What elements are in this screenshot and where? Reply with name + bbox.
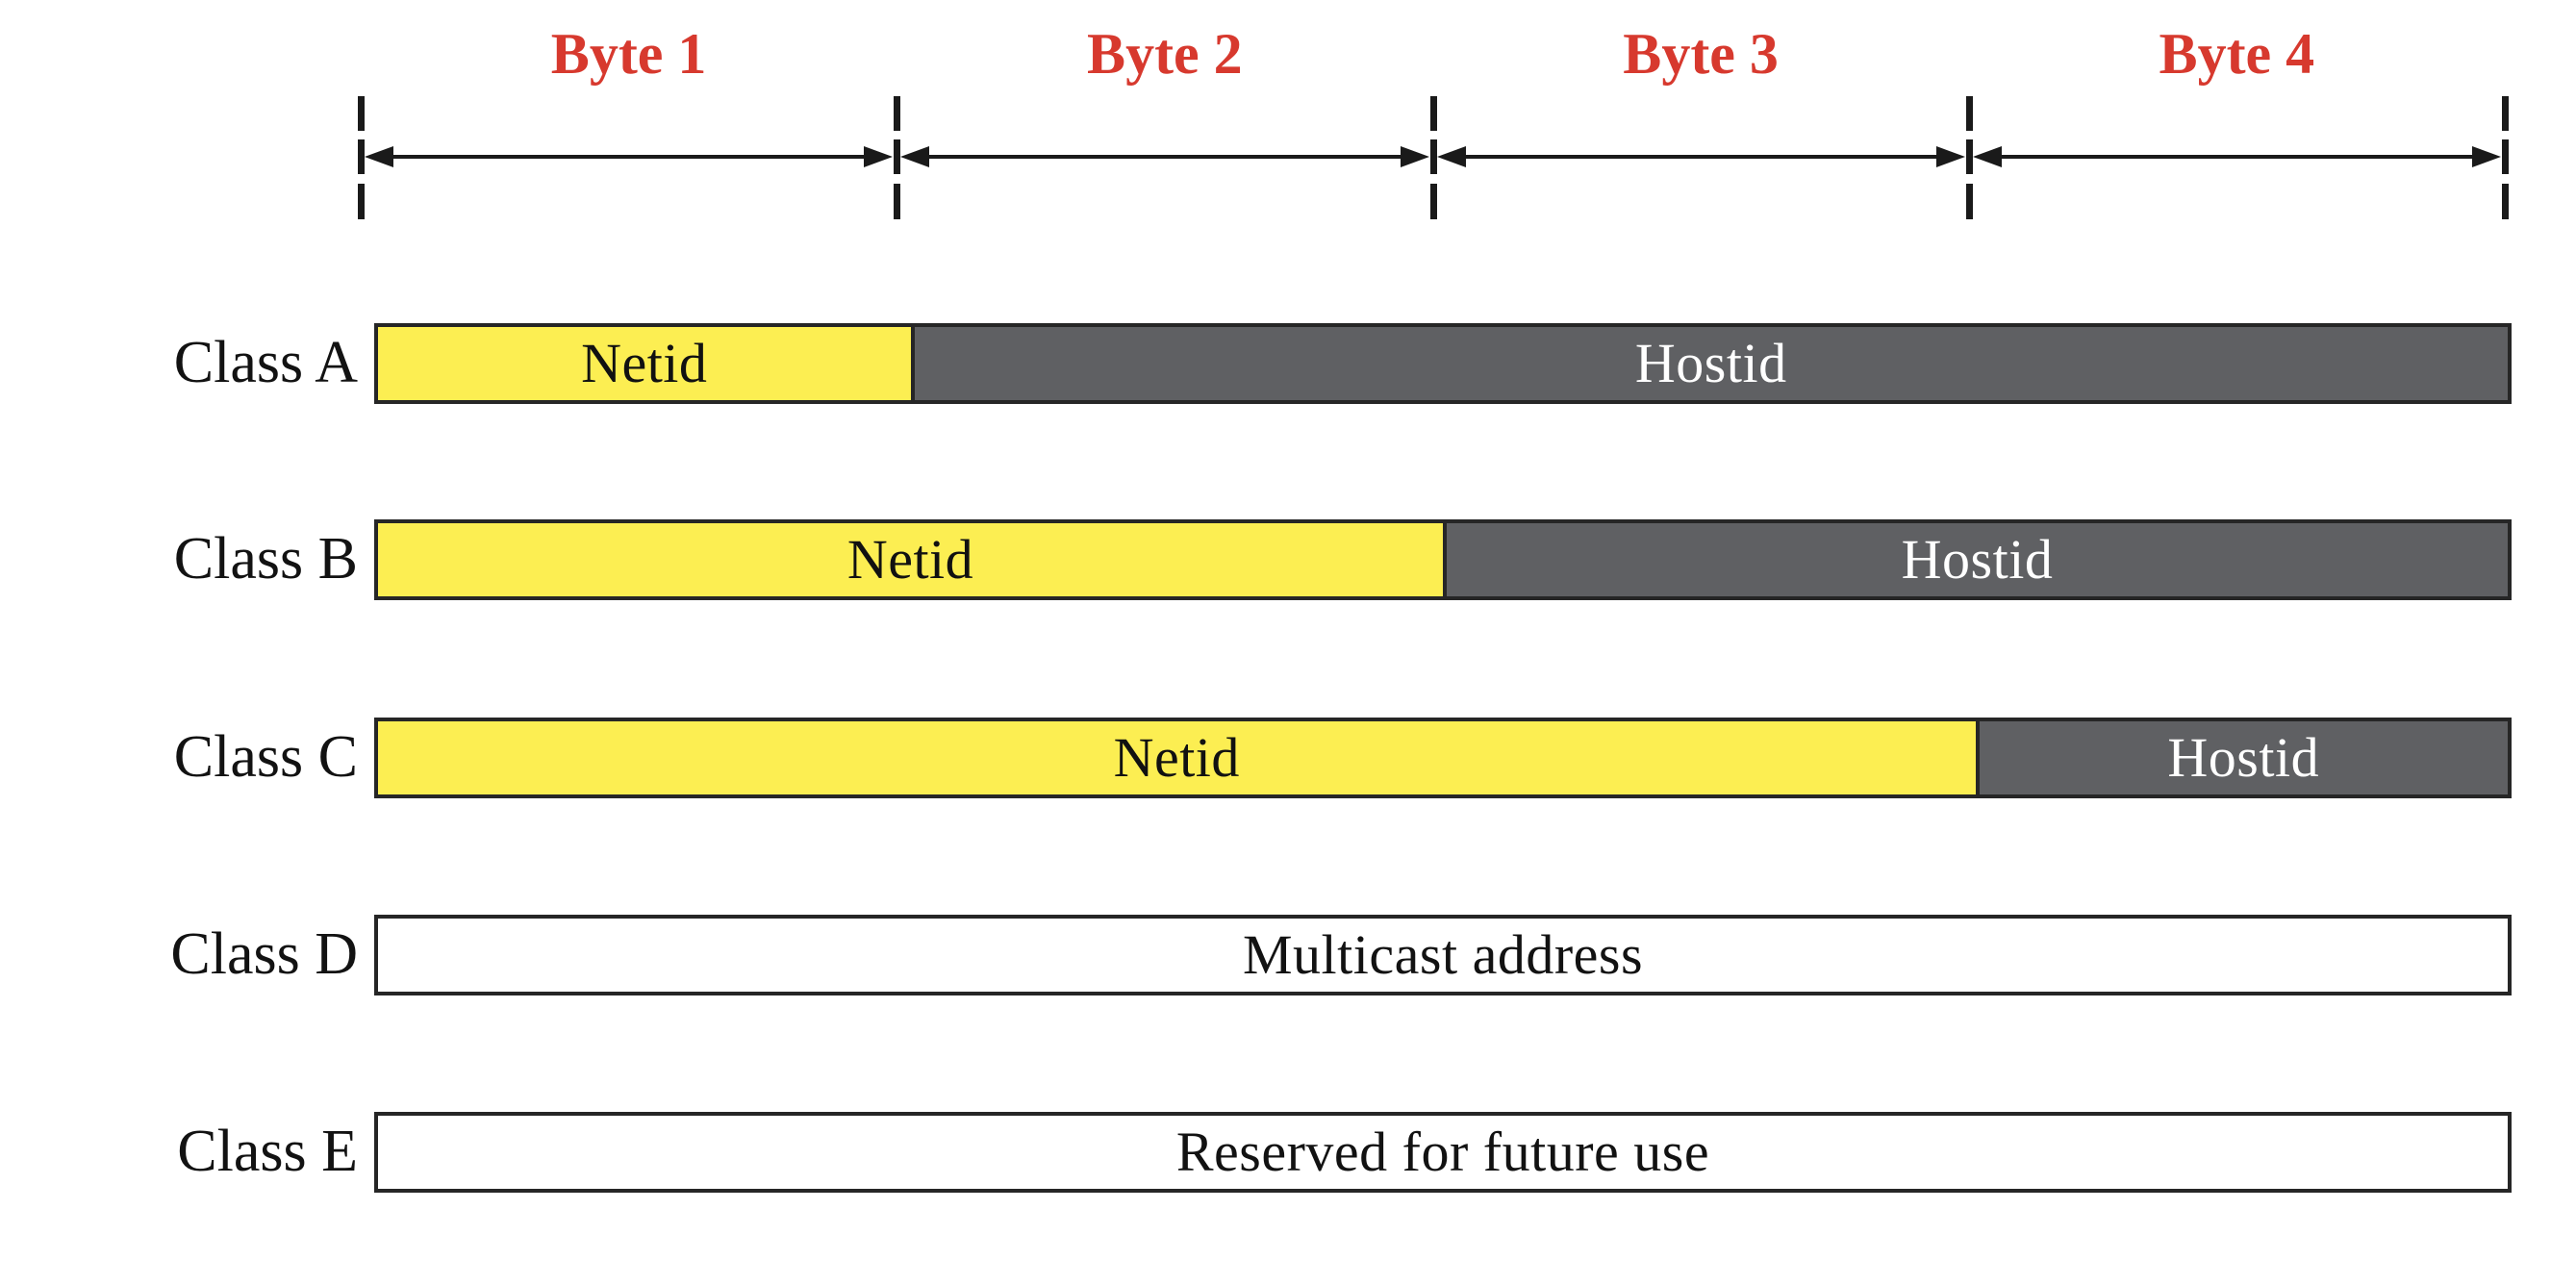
byte-span-arrow [1436, 146, 1965, 167]
byte-boundary-tick [1965, 96, 1973, 131]
byte-boundary-tick [894, 139, 901, 174]
byte-span-arrow [900, 146, 1429, 167]
arrow-head-left-icon [1436, 146, 1466, 167]
bar-segment-plain: Reserved for future use [378, 1116, 2508, 1189]
bar-segment-netid: Netid [378, 721, 1976, 794]
byte-boundary-tick [2502, 139, 2509, 174]
bar-segment-hostid: Hostid [1443, 523, 2508, 596]
bar-segment-netid: Netid [378, 523, 1443, 596]
arrow-shaft [1457, 155, 1944, 159]
bar-segment-label: Hostid [1634, 332, 1787, 394]
arrow-head-right-icon [2472, 146, 2501, 167]
bar-segment-label: Reserved for future use [1175, 1121, 1710, 1183]
bar-segment-label: Netid [1113, 726, 1240, 789]
byte-label-3: Byte 3 [1623, 22, 1779, 86]
byte-boundary-tick [358, 96, 365, 131]
arrow-shaft [386, 155, 872, 159]
bar-segment-hostid: Hostid [910, 327, 2508, 400]
arrow-head-right-icon [864, 146, 894, 167]
byte-boundary-tick [358, 184, 365, 219]
byte-boundary-tick [2502, 96, 2509, 131]
bar-segment-label: Netid [581, 332, 708, 394]
byte-label-4: Byte 4 [2159, 22, 2315, 86]
byte-boundary-tick [2502, 184, 2509, 219]
bar-segment-netid: Netid [378, 327, 911, 400]
bar-segment-label: Hostid [2167, 726, 2320, 789]
byte-label-1: Byte 1 [550, 22, 707, 86]
arrow-head-right-icon [1400, 146, 1429, 167]
arrow-head-left-icon [365, 146, 393, 167]
class-row-label-4: Class D [170, 921, 358, 987]
bar-segment-label: Multicast address [1242, 923, 1644, 986]
bar-segment-label: Hostid [1901, 528, 2054, 591]
class-row-bar: Netid Hostid [374, 718, 2512, 798]
class-row-bar: Netid Hostid [374, 323, 2512, 404]
byte-boundary-tick [1965, 139, 1973, 174]
class-row-label-3: Class C [173, 724, 358, 790]
bar-segment-label: Netid [846, 528, 974, 591]
arrow-shaft [922, 155, 1408, 159]
class-row-bar: Netid Hostid [374, 519, 2512, 600]
byte-boundary-tick [358, 139, 365, 174]
byte-boundary-tick [1429, 184, 1437, 219]
arrow-head-left-icon [1972, 146, 2002, 167]
class-row-label-5: Class E [177, 1119, 358, 1184]
bar-segment-hostid: Hostid [1975, 721, 2508, 794]
byte-span-arrow [1972, 146, 2501, 167]
class-row-bar: Reserved for future use [374, 1112, 2512, 1193]
byte-boundary-tick [1429, 96, 1437, 131]
arrow-head-right-icon [1935, 146, 1965, 167]
byte-boundary-tick [1429, 139, 1437, 174]
byte-label-2: Byte 2 [1087, 22, 1243, 86]
byte-span-arrow [365, 146, 894, 167]
byte-boundary-tick [1965, 184, 1973, 219]
byte-boundary-tick [894, 96, 901, 131]
byte-boundary-tick [894, 184, 901, 219]
bar-segment-plain: Multicast address [378, 919, 2508, 992]
class-row-label-1: Class A [173, 330, 358, 395]
class-row-bar: Multicast address [374, 915, 2512, 995]
arrow-head-left-icon [900, 146, 930, 167]
class-row-label-2: Class B [173, 526, 358, 592]
arrow-shaft [1993, 155, 2480, 159]
